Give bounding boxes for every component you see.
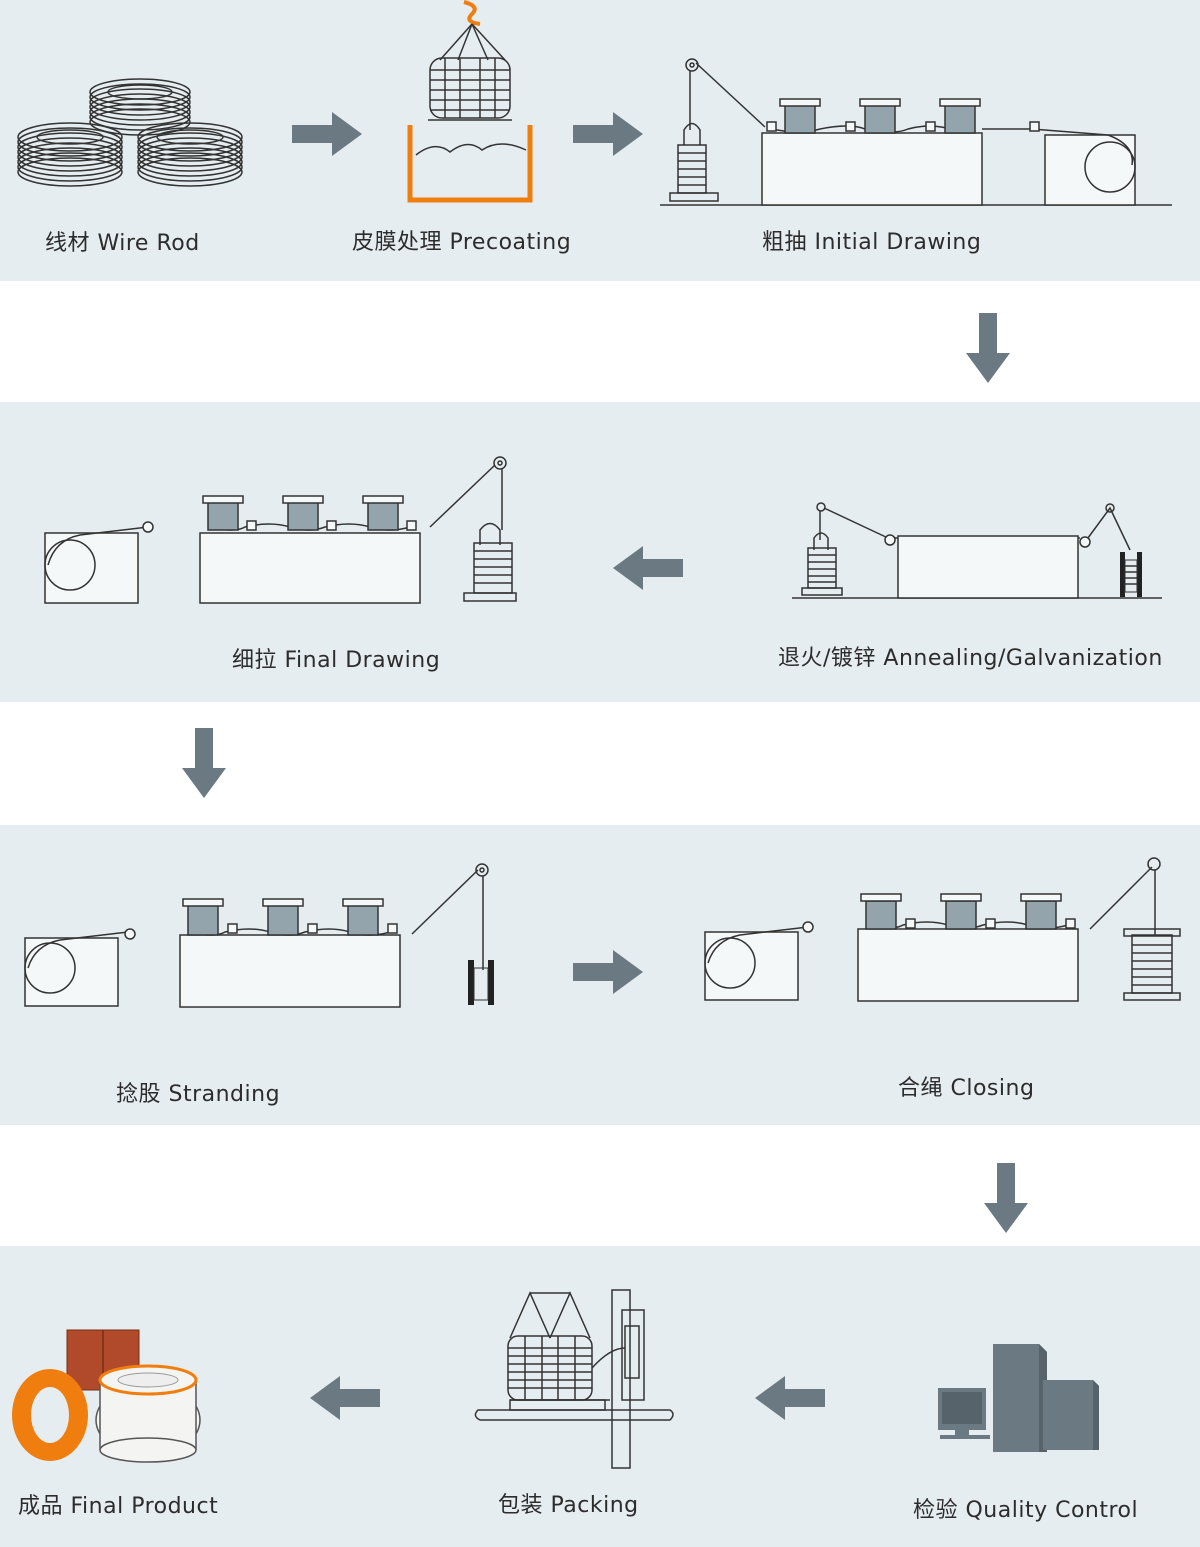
flow-arrow-icon xyxy=(182,728,226,798)
flow-arrow-icon xyxy=(310,1376,380,1420)
flow-arrow-icon xyxy=(573,112,643,156)
closing-machine-icon xyxy=(704,857,1181,1002)
step-label-precoating: 皮膜处理 Precoating xyxy=(352,230,572,255)
step-label-stranding: 捻股 Stranding xyxy=(116,1082,281,1107)
step-label-final-product: 成品 Final Product xyxy=(18,1494,219,1519)
step-label-closing: 合绳 Closing xyxy=(898,1076,1035,1101)
quality-control-computer-icon xyxy=(938,1344,1099,1452)
flow-arrow-icon xyxy=(984,1163,1028,1233)
final-product-icon xyxy=(12,1329,201,1463)
stranding-machine-icon xyxy=(24,863,494,1008)
step-label-initial-drawing: 粗抽 Initial Drawing xyxy=(762,230,982,255)
step-label-packing: 包装 Packing xyxy=(498,1493,639,1518)
packing-machine-icon xyxy=(474,1289,674,1469)
step-label-final-drawing: 细拉 Final Drawing xyxy=(232,648,441,673)
annealing-line-icon xyxy=(792,502,1162,599)
flow-arrow-icon xyxy=(755,1376,825,1420)
flow-arrow-icon xyxy=(573,950,643,994)
flow-arrow-icon xyxy=(613,546,683,590)
precoating-tank-icon xyxy=(407,0,533,203)
flow-arrow-icon xyxy=(966,313,1010,383)
flow-arrow-icon xyxy=(292,112,362,156)
step-label-wire-rod: 线材 Wire Rod xyxy=(45,231,200,256)
step-label-annealing: 退火/镀锌 Annealing/Galvanization xyxy=(778,646,1163,671)
wire-rod-icon xyxy=(17,78,243,187)
final-drawing-machine-icon xyxy=(44,456,517,604)
initial-drawing-machine-icon xyxy=(660,58,1172,206)
step-label-quality-control: 检验 Quality Control xyxy=(913,1498,1139,1523)
